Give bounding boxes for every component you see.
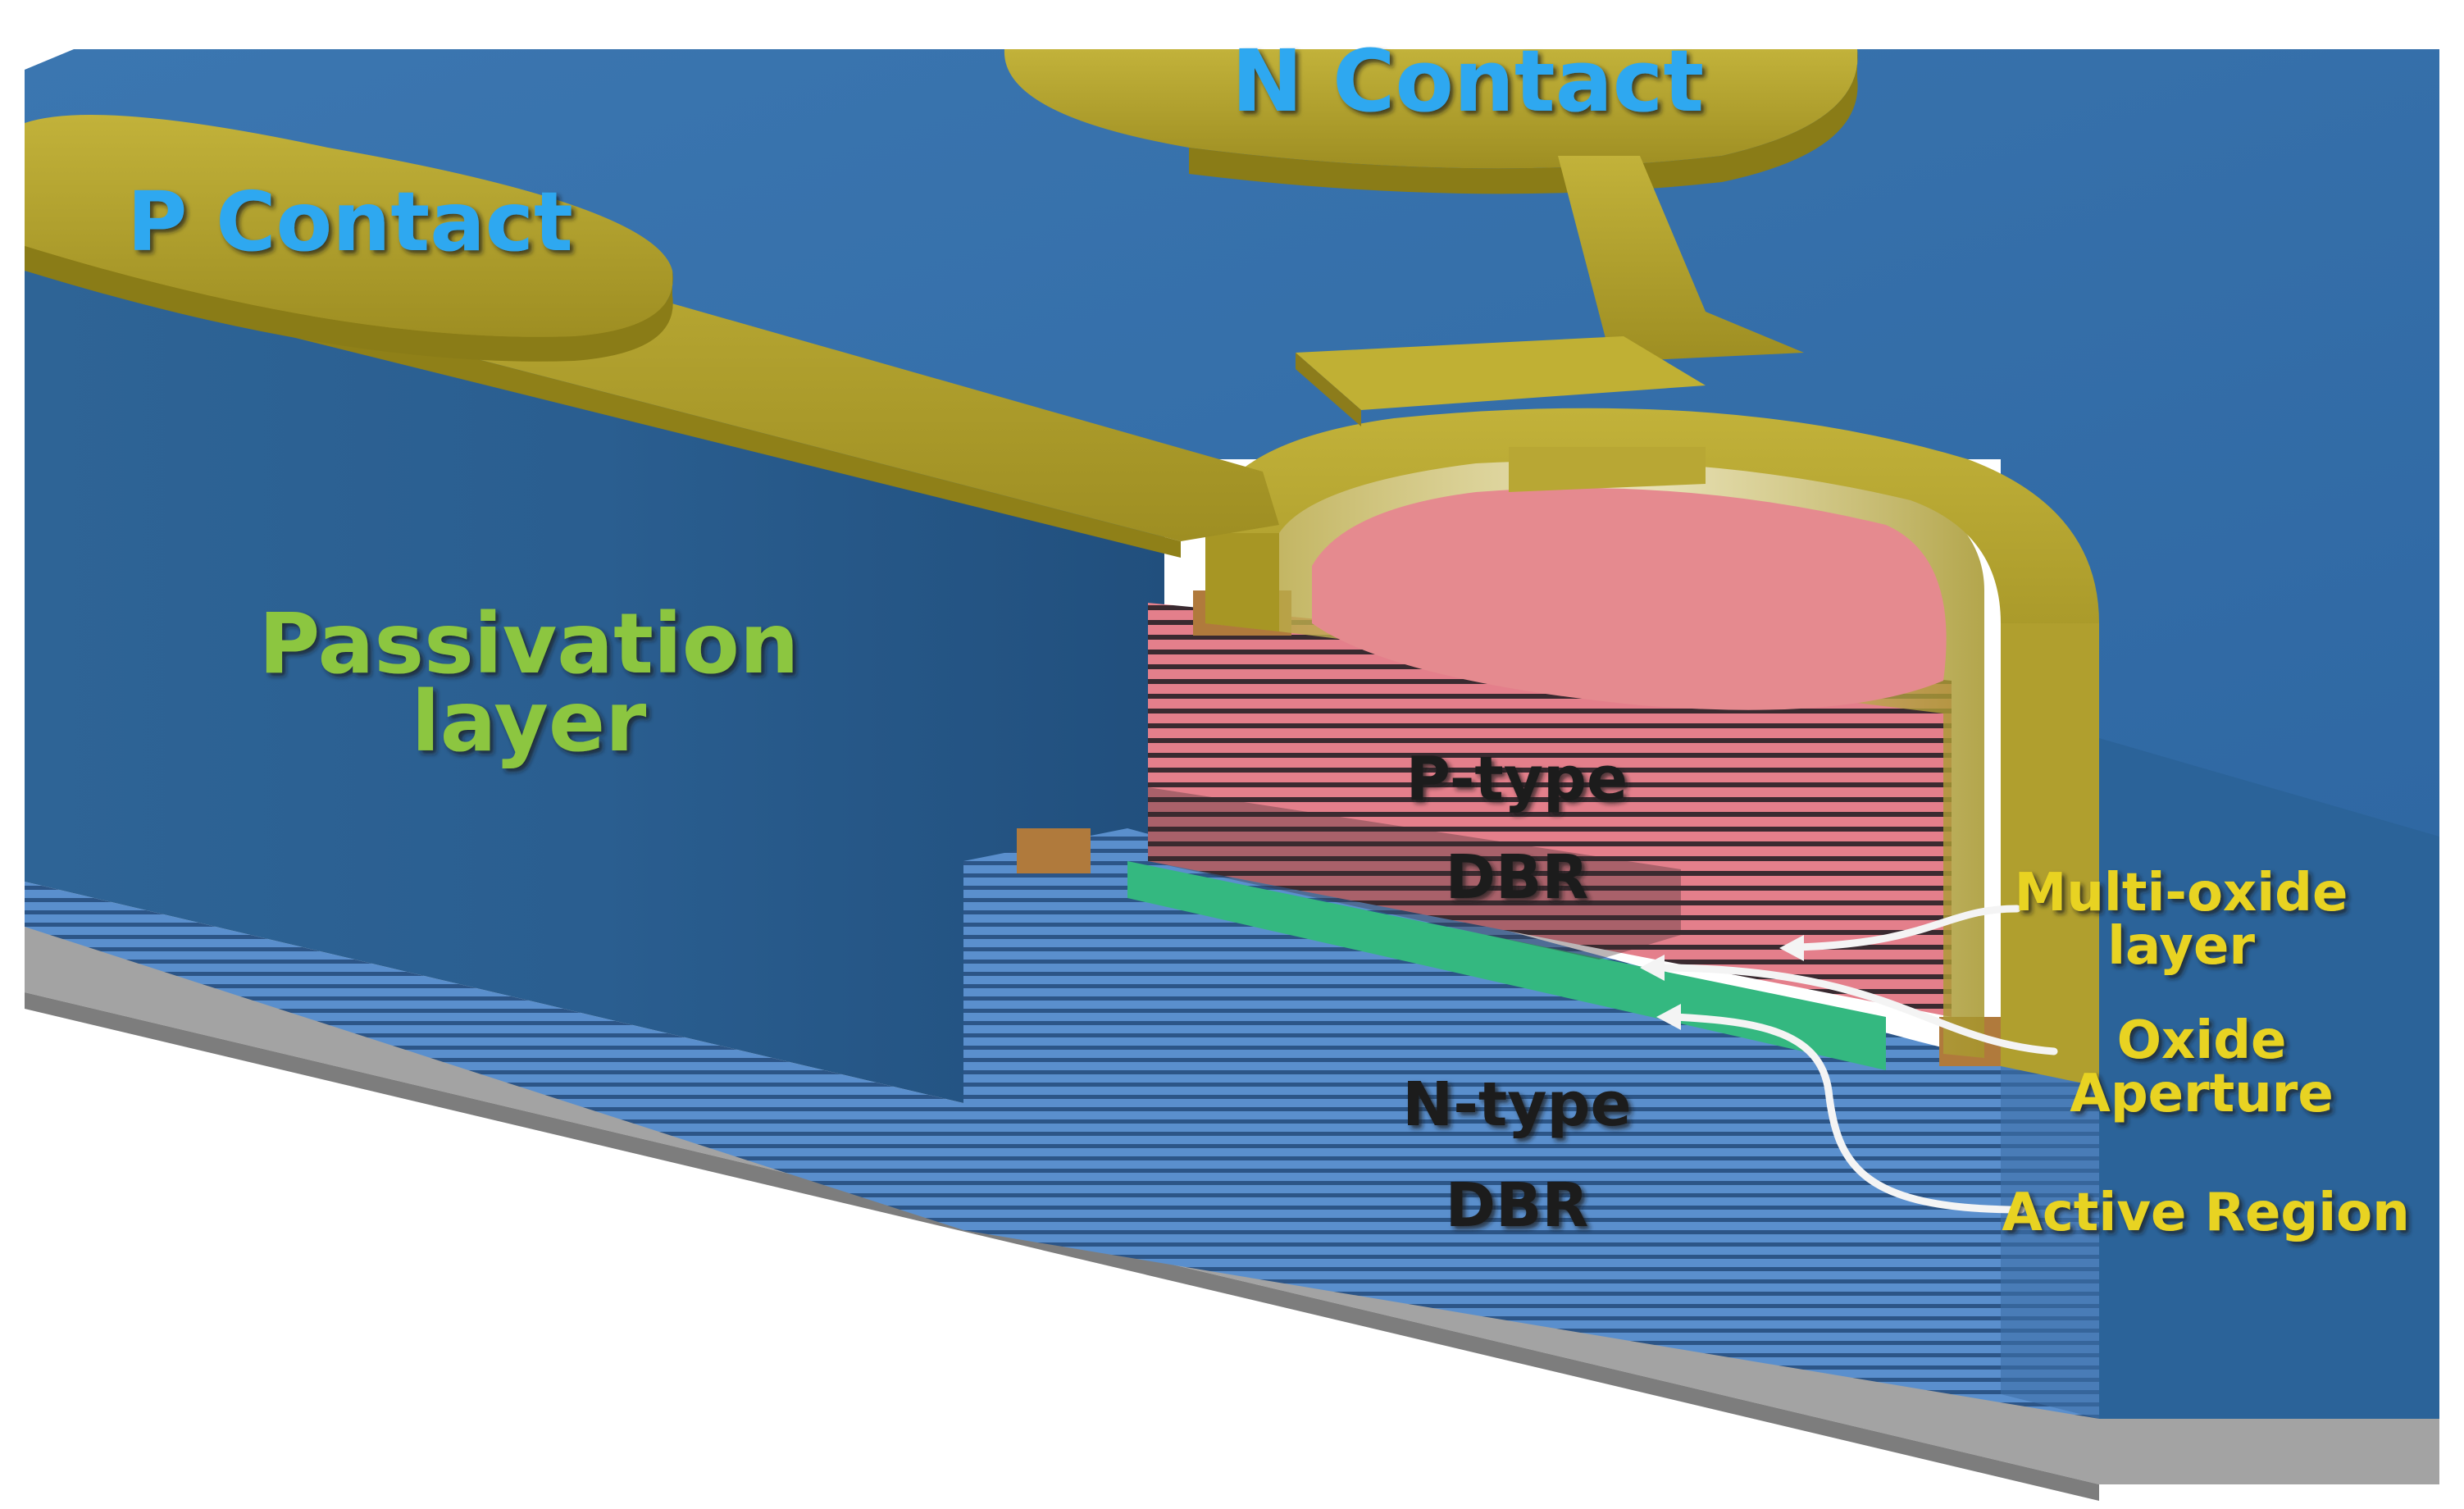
multi-oxide-label-line1: Multi-oxide: [2015, 863, 2348, 923]
n-contact-trace: [1558, 156, 1804, 361]
p-contact-ring-front: [2001, 623, 2099, 1087]
n-contact-pad-edge: [1189, 49, 1858, 194]
oxide-aperture-label-line2: Aperture: [2070, 1064, 2333, 1124]
n-contact-step: [1509, 447, 1706, 492]
p-dbr-label-line1: P-type: [1406, 744, 1628, 814]
multi-oxide-band: [1148, 787, 1681, 960]
passivation-right-wall: [2099, 738, 2439, 1419]
substrate-shadow: [25, 992, 2099, 1501]
substrate: [25, 927, 2439, 1484]
n-contact-cap: [1296, 336, 1706, 410]
oxide-aperture-label-line1: Oxide: [2117, 1010, 2287, 1071]
p-aperture-disk: [1312, 488, 1947, 710]
arrow-heads: [1640, 935, 1804, 1030]
active-region-label: Active Region: [2002, 1183, 2409, 1243]
passivation-label-line1: Passivation: [259, 595, 799, 693]
n-contact-pad: [1004, 49, 1858, 169]
n-dbr-label-line2: DBR: [1446, 1170, 1589, 1241]
n-dbr-label-line1: N-type: [1402, 1069, 1631, 1140]
arrow-multi-oxide: [1792, 905, 2021, 951]
n-dbr-left-stripes: [25, 882, 963, 1230]
arrow-head-active-region: [1656, 1004, 1681, 1030]
arrow-active-region: [1669, 1013, 2025, 1214]
p-contact-label: P Contact: [127, 174, 573, 270]
multi-oxide-label-line2: layer: [2107, 916, 2255, 977]
n-contact-cap-front: [1296, 353, 1361, 426]
annotation-arrows: [1652, 905, 2058, 1214]
p-contact-pad-edge: [25, 246, 673, 362]
n-dbr-block: [963, 828, 2099, 1419]
p-contact-pad: [25, 115, 673, 337]
n-contact-label: N Contact: [1232, 31, 1704, 131]
arrow-oxide-aperture: [1652, 964, 2058, 1055]
arrow-head-multi-oxide: [1779, 935, 1804, 961]
p-dbr-label-line2: DBR: [1446, 842, 1589, 913]
n-dbr-side: [2001, 1058, 2099, 1419]
p-contact-ring-front-left: [1205, 533, 1279, 631]
p-contact-ring: [1205, 408, 2099, 738]
arrow-head-oxide-aperture: [1640, 955, 1665, 981]
bronze-ring-left: [1017, 828, 1091, 873]
passivation-label-line2: layer: [412, 673, 647, 771]
